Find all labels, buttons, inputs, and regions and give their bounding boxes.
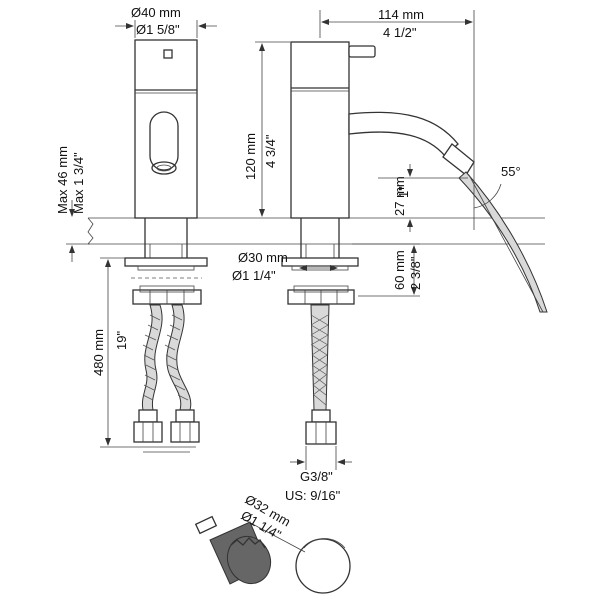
mixer-shank <box>124 218 208 305</box>
spout-shank <box>281 218 359 305</box>
lever-diameter-metric: Ø40 mm <box>131 5 181 20</box>
spout-angle: 55° <box>501 164 521 179</box>
outlet-aerator-icon <box>151 161 177 175</box>
shank-length-metric: 60 mm <box>392 250 407 290</box>
body-height-metric: 120 mm <box>243 133 258 180</box>
braided-hoses-pair <box>133 304 200 453</box>
outlet-height-imperial: 1" <box>396 186 411 198</box>
spout-reach-metric: 114 mm <box>378 7 424 22</box>
shank-length-imperial: 2 3/8" <box>408 256 423 290</box>
connection-thread: G3/8" <box>300 469 333 484</box>
hole-saw-icon <box>194 515 272 585</box>
hose-length-metric: 480 mm <box>91 329 106 376</box>
lever-diameter-imperial: Ø1 5/8" <box>136 22 180 37</box>
dimension-lines <box>66 10 502 553</box>
hose-length-imperial: 19" <box>114 331 129 350</box>
outlet-height-metric: 27 mm <box>392 176 407 216</box>
max-deck-imperial: Max 1 3/4" <box>71 152 86 214</box>
hole-diameter-imperial: Ø1 1/4" <box>232 268 276 283</box>
hole-diameter-metric: Ø30 mm <box>238 250 288 265</box>
body-height-imperial: 4 3/4" <box>263 134 278 168</box>
spout-body <box>290 41 475 219</box>
lever-cap-icon <box>163 49 173 59</box>
water-stream <box>458 171 548 313</box>
countertop <box>87 217 545 245</box>
braided-hose-single <box>305 304 337 445</box>
mixer-body <box>134 39 198 219</box>
cover-disc-icon <box>295 538 351 594</box>
spout-reach-imperial: 4 1/2" <box>383 25 417 40</box>
connection-us-size: US: 9/16" <box>285 488 341 503</box>
max-deck-metric: Max 46 mm <box>55 146 70 214</box>
